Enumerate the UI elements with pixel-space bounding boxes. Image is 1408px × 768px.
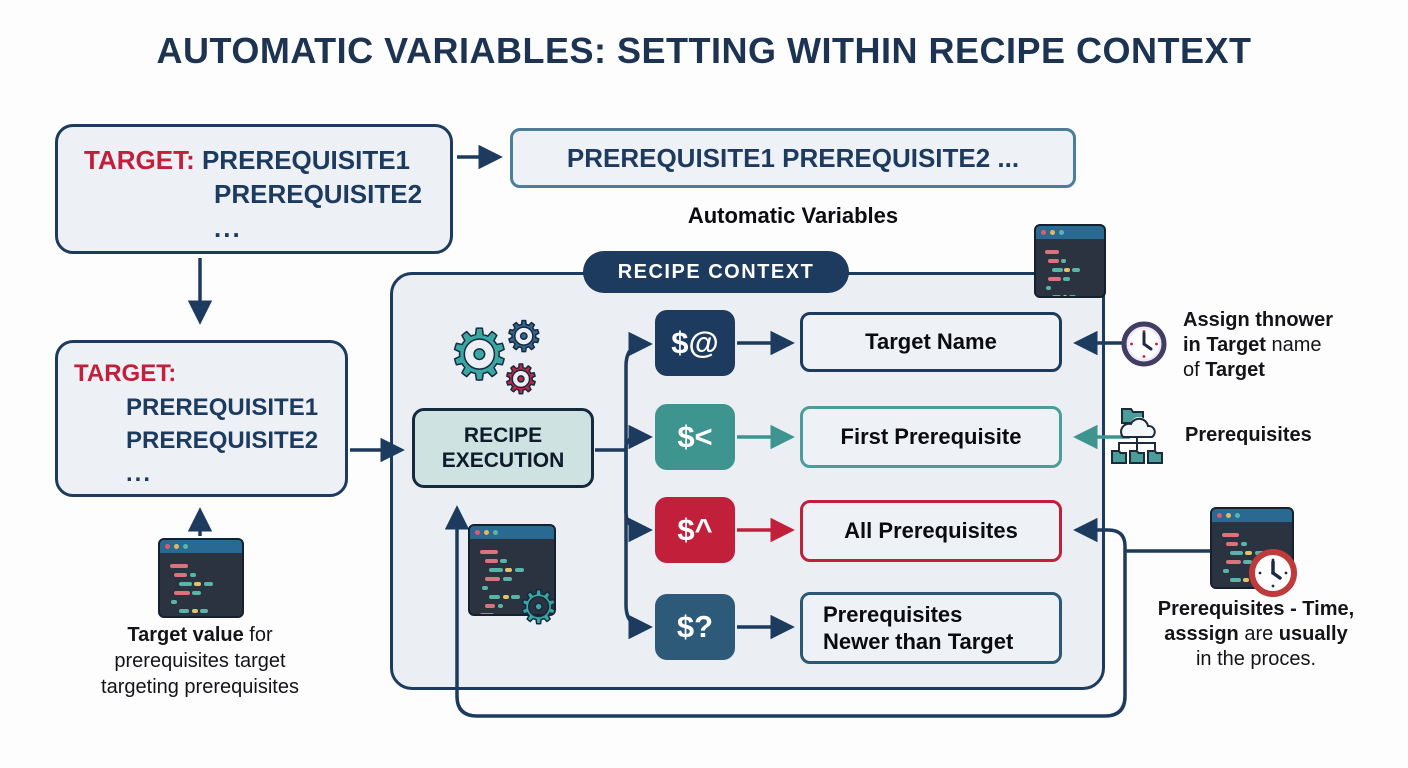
ellipsis-text: ... xyxy=(126,460,153,487)
recipe-execution-box: RECIPE EXECUTION xyxy=(412,408,594,488)
clock-icon xyxy=(1121,321,1167,367)
prerequisite2-text: PREREQUISITE2 xyxy=(126,427,319,454)
expanded-prerequisites-text: PREREQUISITE1 PREREQUISITE2 ... xyxy=(566,142,1020,173)
rule-box-top: TARGET: PREREQUISITE1 PREREQUISITE2 ... xyxy=(55,124,453,254)
prerequisite2-text: PREREQUISITE2 xyxy=(214,179,423,209)
window-titlebar xyxy=(1212,509,1292,522)
gear-icon: ⚙ xyxy=(517,580,560,634)
note-line: Prerequisites xyxy=(1185,424,1312,446)
variable-badge-first-prerequisite: $< xyxy=(655,404,735,470)
automatic-variables-label: Automatic Variables xyxy=(687,203,899,228)
variable-badge-target-name: $@ xyxy=(655,310,735,376)
expanded-prerequisites-box: PREREQUISITE1 PREREQUISITE2 ... xyxy=(510,128,1076,188)
prerequisite1-text: PREREQUISITE1 xyxy=(126,394,319,421)
code-window-icon xyxy=(468,524,556,616)
target-keyword: TARGET: xyxy=(84,145,195,175)
note-line: Prerequisites - Time, xyxy=(1157,598,1355,620)
result-label: First Prerequisite xyxy=(840,424,1022,449)
target-keyword: TARGET: xyxy=(74,360,177,387)
note-line: Assign thnower xyxy=(1183,309,1334,331)
variable-badge-all-prerequisites: $^ xyxy=(655,497,735,563)
page-title: AUTOMATIC VARIABLES: SETTING WITHIN RECI… xyxy=(156,30,1252,71)
recipe-context-badge: RECIPE CONTEXT xyxy=(583,251,849,293)
window-titlebar xyxy=(160,540,242,553)
folder-tree-icon xyxy=(1111,408,1163,464)
gear-icon: ⚙ xyxy=(504,312,543,361)
gear-icon: ⚙ xyxy=(447,314,511,396)
note-line: in Target xyxy=(1183,334,1266,356)
result-box-all-prerequisites: All Prerequisites xyxy=(800,500,1062,562)
code-window-icon xyxy=(1034,224,1106,298)
result-box-target-name: Target Name xyxy=(800,312,1062,372)
window-titlebar xyxy=(470,526,554,539)
code-window-icon xyxy=(158,538,244,618)
result-label: Target Name xyxy=(865,329,997,354)
left-caption: Target value for prerequisites target ta… xyxy=(101,624,299,698)
caption-line: Target value xyxy=(127,624,244,646)
clock-note: Assign thnower in Target name of Target xyxy=(1183,309,1334,381)
recipe-execution-line1: RECIPE xyxy=(463,424,543,447)
rule-box-left: TARGET: PREREQUISITE1 PREREQUISITE2 ... xyxy=(55,340,348,497)
prerequisite1-text: PREREQUISITE1 xyxy=(201,145,411,175)
result-box-newer-prerequisites: Prerequisites Newer than Target xyxy=(800,592,1062,664)
ellipsis-text: ... xyxy=(214,213,242,243)
time-note: Prerequisites - Time, asssign are usuall… xyxy=(1157,598,1355,670)
recipe-execution-line2: EXECUTION xyxy=(441,449,565,472)
result-label-line1: Prerequisites xyxy=(823,602,963,627)
gear-icon: ⚙ xyxy=(502,357,539,403)
prerequisites-note: Prerequisites xyxy=(1185,423,1385,448)
window-titlebar xyxy=(1036,226,1104,239)
variable-badge-newer-prerequisites: $? xyxy=(655,594,735,660)
timer-icon xyxy=(1249,549,1297,597)
result-label-line2: Newer than Target xyxy=(823,629,1014,654)
result-box-first-prerequisite: First Prerequisite xyxy=(800,406,1062,468)
result-label: All Prerequisites xyxy=(844,518,1018,543)
